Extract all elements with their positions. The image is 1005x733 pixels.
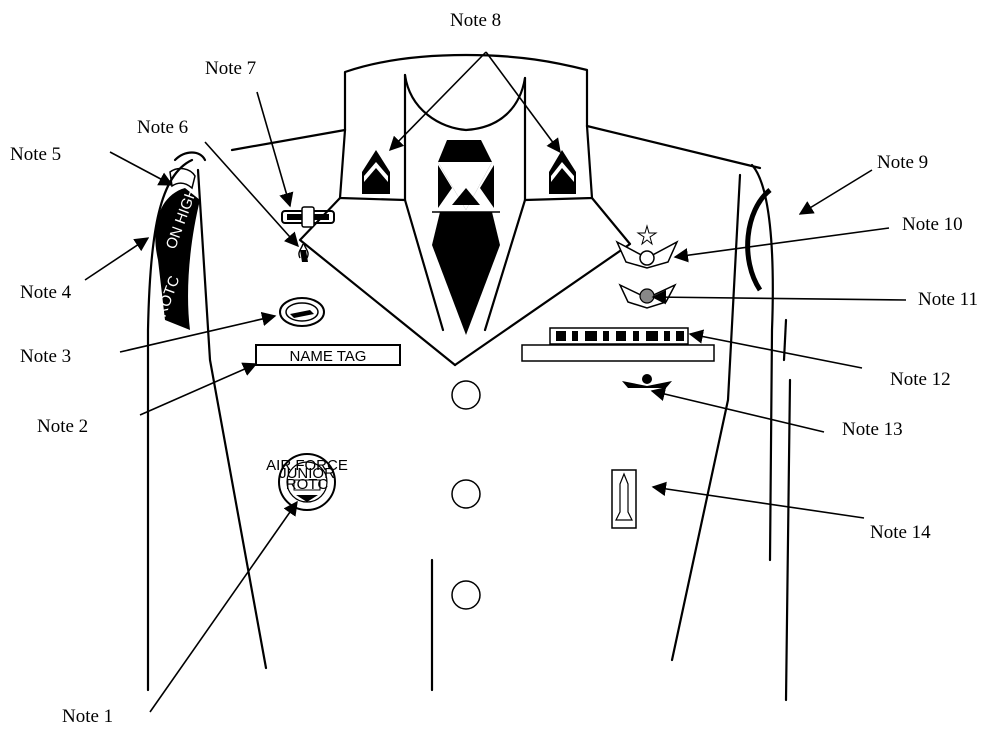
coat-buttons bbox=[452, 381, 480, 609]
ribbon-bar bbox=[550, 328, 688, 344]
rocket-icon bbox=[612, 470, 636, 528]
note-12-label: Note 12 bbox=[890, 369, 951, 390]
note-9-label: Note 9 bbox=[877, 152, 928, 173]
note-5-label: Note 5 bbox=[10, 144, 61, 165]
note-11-label: Note 11 bbox=[918, 289, 978, 310]
note-14-label: Note 14 bbox=[870, 522, 931, 543]
note-13-label: Note 13 bbox=[842, 419, 903, 440]
chevron-icon bbox=[362, 150, 390, 194]
shoulder-tab bbox=[170, 169, 195, 188]
note-6-label: Note 6 bbox=[137, 117, 188, 138]
rotc-badge: AIR FORCE JUNIOR ROTC bbox=[266, 454, 348, 510]
rocket-pin bbox=[282, 207, 334, 227]
rotc-badge-center-text: ROTC bbox=[286, 476, 329, 493]
wings-icon bbox=[622, 374, 672, 388]
note-7-label: Note 7 bbox=[205, 58, 256, 79]
note-4-label: Note 4 bbox=[20, 282, 72, 303]
note-1-label: Note 1 bbox=[62, 706, 113, 727]
chevron-icon bbox=[549, 150, 576, 194]
note-3-label: Note 3 bbox=[20, 346, 71, 367]
annotation-arrows bbox=[85, 52, 906, 712]
note-8-label: Note 8 bbox=[450, 10, 501, 31]
note-2-label: Note 2 bbox=[37, 416, 88, 437]
pocket-flap bbox=[522, 345, 714, 361]
note-labels: Note 1 Note 2 Note 3 Note 4 Note 5 Note … bbox=[10, 10, 978, 727]
necktie bbox=[432, 140, 500, 335]
name-tag-text: NAME TAG bbox=[290, 348, 367, 365]
name-tag: NAME TAG bbox=[256, 345, 400, 365]
oval-badge bbox=[280, 298, 324, 326]
wings-icon bbox=[617, 226, 677, 268]
note-10-label: Note 10 bbox=[902, 214, 963, 235]
